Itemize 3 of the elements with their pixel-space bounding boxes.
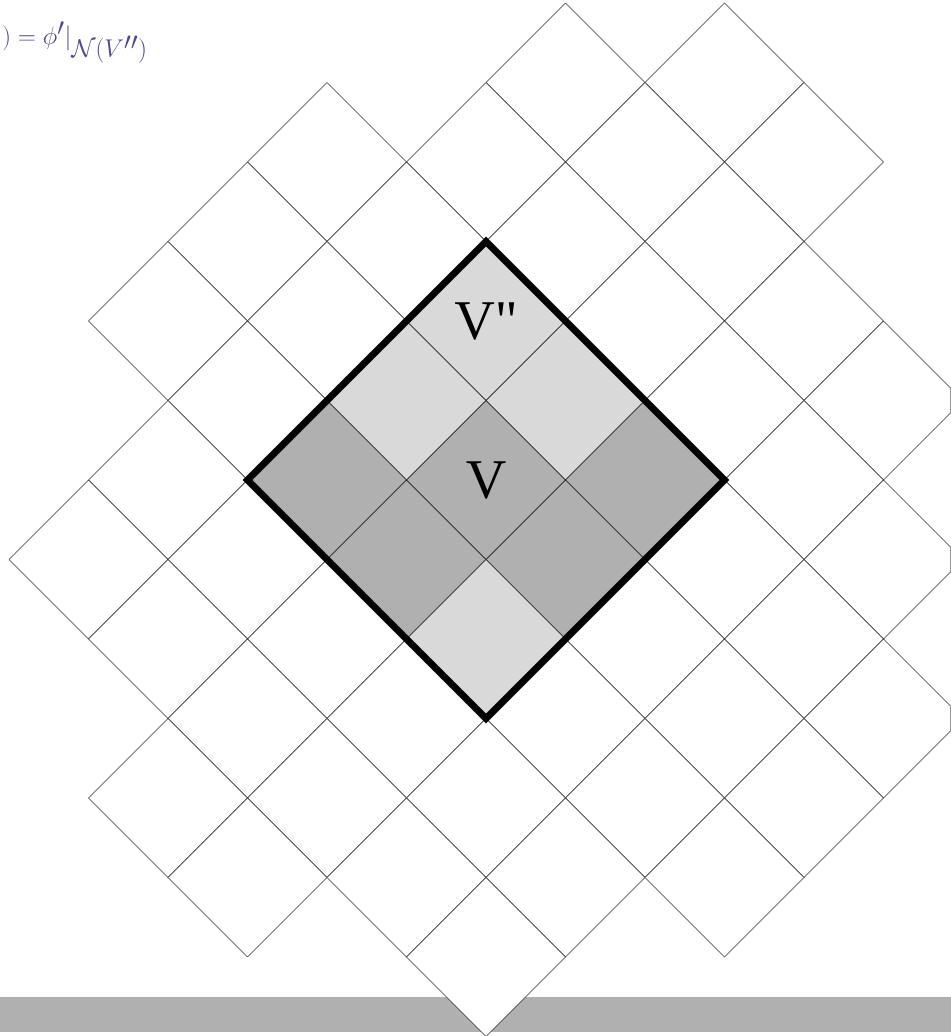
grid-cell: V" <box>406 241 566 401</box>
grid-cell: V <box>406 400 566 560</box>
formula: $) = \phi'|_{\mathcal{N}(V'')}$ <box>3 21 145 63</box>
